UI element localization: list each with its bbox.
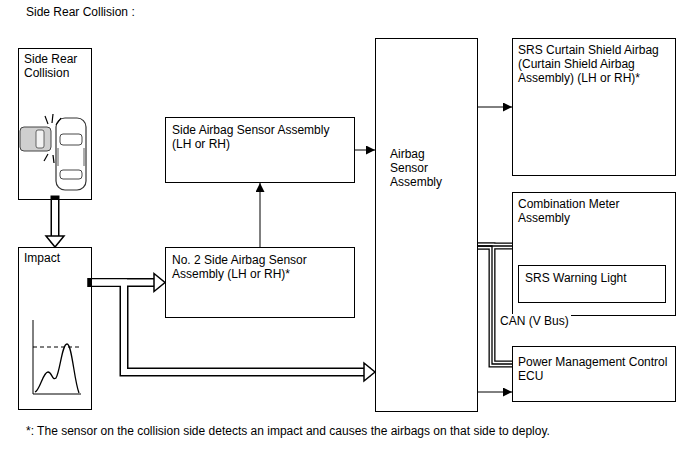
diagram-title: Side Rear Collision : [26,5,135,19]
node-text: Impact [24,251,86,265]
can-bus-line [478,246,512,364]
hollow-arrow-head [154,274,165,292]
bus-label: CAN (V Bus) [498,314,571,328]
node-text: SRS Warning Light [525,271,659,285]
struck-car [56,118,86,190]
can-bus-line [478,246,512,364]
node-text: Combination Meter Assembly [518,197,670,225]
impact-graph [33,320,81,394]
airbag-box: SRS Curtain Shield Airbag (Curtain Shiel… [512,38,676,176]
node-text: Power Management Control ECU [518,355,670,383]
impact-marks [44,114,61,163]
hollow-arrow-shaft [92,283,366,373]
signal-arrow [478,107,512,108]
event-box: Side Rear Collision [18,48,92,200]
meter-box: Combination Meter AssemblySRS Warning Li… [512,192,676,316]
connectors [46,107,512,392]
sensor-box: Side Airbag Sensor Assembly (LH or RH) [165,117,355,183]
car-windshield [60,134,82,145]
car-windshield [36,130,44,148]
car-side-line [58,148,59,166]
node-text: No. 2 Side Airbag Sensor Assembly (LH or… [172,253,348,281]
can-bus-line [478,246,512,364]
node-text: SRS Curtain Shield Airbag (Curtain Shiel… [518,43,670,85]
warning-light-box: SRS Warning Light [518,265,666,303]
node-text: Airbag Sensor Assembly [390,147,465,189]
hollow-arrow-shaft [52,200,58,238]
car-side-line [84,148,85,166]
ecu-box: Airbag Sensor Assembly [375,38,478,412]
collision-illustration [20,114,86,190]
ecu-box: Power Management Control ECU [512,346,676,402]
car-rear-window [60,170,82,179]
hollow-arrow-head [46,236,64,247]
signal-arrow [355,150,375,151]
sensor-box: No. 2 Side Airbag Sensor Assembly (LH or… [165,247,355,318]
hollow-arrow-head [364,363,375,381]
signal-arrow [478,392,512,393]
diagram-caption: *: The sensor on the collision side dete… [26,424,550,438]
node-text: Side Rear Collision [24,52,86,80]
hollow-arrow-shaft [92,283,366,373]
signal-arrow [260,183,261,247]
striking-car [20,127,51,151]
node-text: Side Airbag Sensor Assembly (LH or RH) [172,123,348,151]
impact-box: Impact [18,247,92,410]
hollow-arrow-shaft [51,200,60,238]
